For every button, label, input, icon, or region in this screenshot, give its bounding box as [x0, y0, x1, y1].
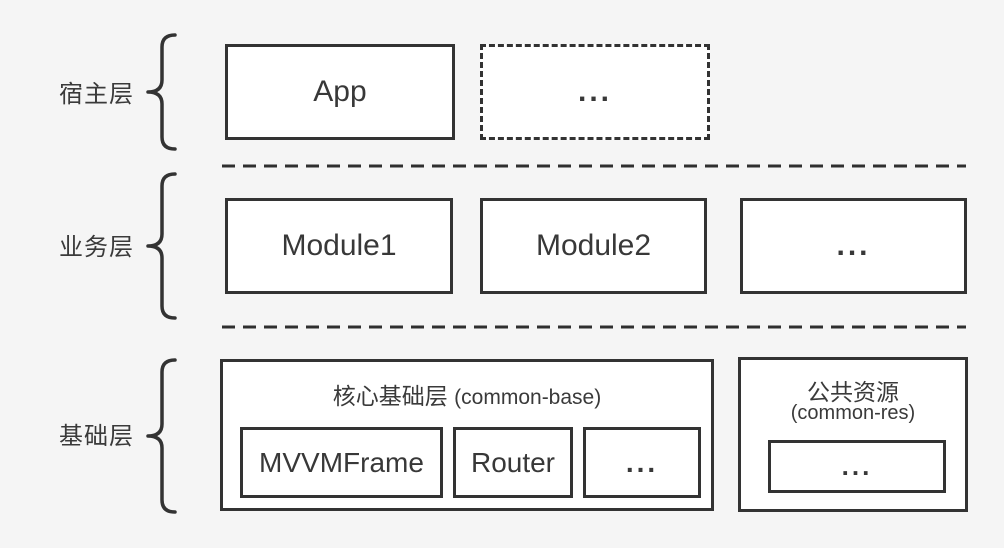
- common-base-title-en: (common-base): [454, 386, 602, 409]
- business-more-box: ...: [740, 198, 967, 294]
- common-res-more-box: ...: [768, 440, 946, 493]
- module2-box: Module2: [480, 198, 707, 294]
- separator-host-business: [222, 164, 966, 168]
- mvvmframe-box: MVVMFrame: [240, 427, 443, 498]
- layer-label-base: 基础层: [59, 423, 134, 450]
- common-base-title-cn: 核心基础层: [332, 383, 448, 409]
- app-box: App: [225, 44, 455, 140]
- common-res-subtitle: (common-res): [790, 402, 916, 424]
- common-base-group: 核心基础层 (common-base) MVVMFrame Router ...: [220, 359, 714, 511]
- layer-label-business: 业务层: [59, 234, 134, 261]
- common-base-title: 核心基础层 (common-base): [223, 377, 711, 411]
- module1-box: Module1: [225, 198, 453, 294]
- layer-label-host: 宿主层: [59, 81, 134, 108]
- host-layer-brace-icon: [146, 33, 177, 151]
- business-layer-brace-icon: [146, 172, 177, 320]
- host-more-box: ...: [480, 44, 710, 140]
- separator-business-base: [222, 325, 966, 329]
- common-res-group: 公共资源 (common-res) ...: [738, 357, 968, 512]
- router-box: Router: [453, 427, 573, 498]
- base-layer-brace-icon: [146, 358, 177, 514]
- common-base-more-box: ...: [583, 427, 701, 498]
- common-res-title: 公共资源: [807, 379, 899, 405]
